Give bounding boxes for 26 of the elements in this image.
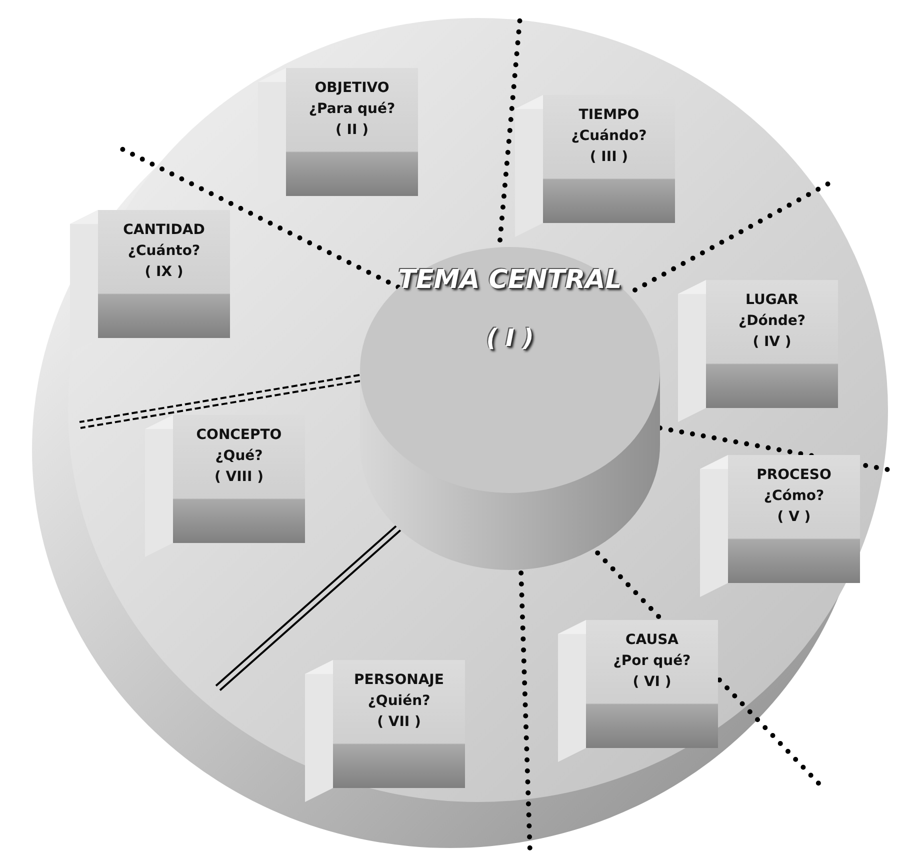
- question-text: ¿Dónde?: [738, 312, 806, 331]
- question-text: ¿Cómo?: [762, 487, 826, 506]
- block-heading: CANTIDAD: [122, 221, 206, 240]
- roman-numeral: ( II ): [334, 121, 370, 140]
- roman-numeral: ( VI ): [632, 673, 672, 692]
- question-text: ¿Por qué?: [612, 652, 692, 671]
- roman-numeral: ( IV ): [752, 333, 792, 352]
- block-heading: LUGAR: [744, 291, 800, 310]
- question-text: ¿Quién?: [366, 692, 432, 711]
- question-text: ¿Cuándo?: [570, 127, 648, 146]
- block-heading: PROCESO: [756, 466, 832, 485]
- block-heading: CAUSA: [624, 631, 680, 650]
- question-text: ¿Cuánto?: [126, 242, 202, 261]
- title-text: TEMA CENTRAL: [397, 265, 623, 295]
- roman-numeral: ( III ): [588, 148, 630, 167]
- question-text: ¿Qué?: [214, 447, 264, 466]
- roman-numeral: ( VIII ): [213, 468, 264, 487]
- roman-numeral: ( V ): [776, 508, 812, 527]
- roman-numeral: ( I ): [485, 323, 535, 353]
- block-heading: PERSONAJE: [353, 671, 445, 690]
- roman-numeral: ( IX ): [144, 263, 184, 282]
- roman-numeral: ( VII ): [376, 713, 422, 732]
- block-heading: CONCEPTO: [195, 426, 283, 445]
- question-text: ¿Para qué?: [308, 100, 396, 119]
- block-heading: OBJETIVO: [314, 79, 390, 98]
- block-heading: TIEMPO: [578, 106, 640, 125]
